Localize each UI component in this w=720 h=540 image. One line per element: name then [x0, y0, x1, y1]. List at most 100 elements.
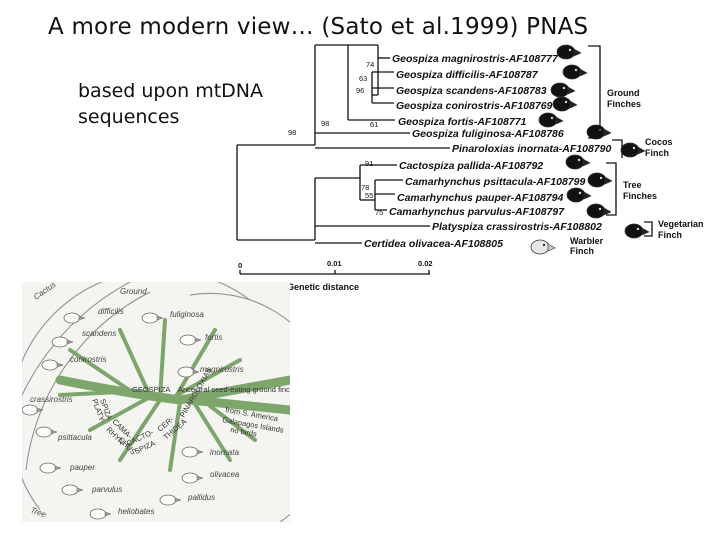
finch-beak-shape: [637, 146, 646, 155]
finch-head-icon: [552, 96, 578, 112]
group-label-cocos-1: Cocos: [645, 137, 673, 147]
finch-head-icon: [565, 154, 591, 170]
species-label: heliobates: [118, 507, 154, 516]
finch-body-shape: [22, 404, 39, 416]
bracket-ground-finches: [588, 45, 601, 139]
finch-eye-shape: [550, 116, 554, 120]
taxon-label: Geospiza fuliginosa-AF108786: [412, 128, 564, 140]
finch-beak-shape: [194, 337, 202, 343]
ring-divider: [189, 292, 290, 522]
species-label: inornata: [210, 448, 239, 457]
bootstrap-value: 63: [359, 74, 367, 83]
species-label: crassirostris: [30, 395, 73, 404]
group-label-tree-1: Tree: [623, 180, 642, 190]
outer-ring: [25, 291, 151, 471]
distance-scale: 0 0.01 0.02 Genetic distance: [238, 259, 433, 292]
finch-body-shape: [35, 426, 53, 438]
finch-beak-shape: [78, 315, 86, 321]
finch-beak-shape: [76, 487, 84, 493]
tree-panel-bg: [322, 42, 712, 298]
species-label: psittacula: [57, 433, 92, 442]
finch-beak-shape: [36, 407, 44, 413]
finch-head-icon: [556, 44, 582, 60]
finch-body-shape: [51, 336, 69, 348]
finch-drawing-icon: [35, 426, 58, 438]
finch-drawings: [22, 312, 204, 520]
group-label-warbler-1: Warbler: [570, 236, 604, 246]
finch-body-shape: [179, 334, 197, 346]
finch-body-shape: [89, 508, 107, 520]
finch-head-icon: [620, 142, 646, 158]
bracket-cocos-finch: [612, 139, 623, 158]
taxon-label: Geospiza fortis-AF108771: [398, 116, 527, 128]
species-label: magnirostris: [200, 365, 244, 374]
subtitle-line-2: sequences: [78, 106, 180, 128]
finch-drawing-icon: [51, 336, 74, 348]
bootstrap-value: 91: [365, 159, 373, 168]
species-label: olivacea: [210, 470, 240, 479]
species-label: conirostris: [70, 355, 106, 364]
finch-beak-shape: [192, 369, 200, 375]
finch-beak-shape: [569, 100, 578, 109]
finch-beak-shape: [66, 339, 74, 345]
bootstrap-value: 61: [370, 120, 378, 129]
finch-beak-shape: [104, 511, 112, 517]
finch-body-shape: [39, 462, 57, 474]
finch-beak-shape: [603, 207, 612, 216]
species-label: pauper: [69, 463, 95, 472]
finch-drawing-icon: [61, 484, 84, 496]
finch-drawing-icon: [63, 312, 86, 324]
finch-eye-shape: [577, 158, 581, 162]
subtitle-line-1: based upon mtDNA: [78, 80, 263, 102]
finch-head-icon: [562, 64, 588, 80]
finch-eye-shape: [636, 227, 640, 231]
finch-beak-shape: [604, 176, 613, 185]
group-labels: Ground Finches Cocos Finch Tree Finches …: [570, 88, 704, 256]
finch-head-icon: [566, 187, 592, 203]
finch-drawing-icon: [177, 366, 200, 378]
finch-beak-shape: [196, 449, 204, 455]
outer-ring: [22, 282, 131, 397]
finch-eye-shape: [542, 243, 546, 247]
species-label: parvulus: [91, 485, 122, 494]
species-label: difficilis: [98, 307, 124, 316]
bootstrap-value: 98: [321, 119, 329, 128]
bootstrap-value: 55: [365, 191, 373, 200]
bracket-tree-finches: [606, 162, 617, 216]
tree-branches: [236, 44, 450, 244]
finch-drawing-icon: [181, 446, 204, 458]
finch-beak-shape: [582, 158, 591, 167]
finch-beak-shape: [603, 128, 612, 137]
taxon-label: Geospiza magnirostris-AF108777: [392, 53, 559, 65]
finch-body-shape: [181, 472, 199, 484]
bootstrap-value: 96: [356, 86, 364, 95]
bracket-vegetarian-finch: [644, 221, 653, 237]
finch-head-icon: [587, 172, 613, 188]
finch-drawing-icon: [179, 334, 202, 346]
finch-beak-shape: [56, 362, 64, 368]
finch-beak-shape: [174, 497, 182, 503]
taxon-label: Pinaroloxias inornata-AF108790: [452, 143, 611, 155]
group-brackets: [588, 45, 653, 237]
finch-body-shape: [141, 312, 159, 324]
finch-body-shape: [61, 484, 79, 496]
taxon-label: Platyspiza crassirostris-AF108802: [432, 221, 602, 233]
finch-head-icon: [538, 112, 564, 128]
taxon-label: Camarhynchus parvulus-AF108797: [389, 206, 565, 218]
finch-beak-shape: [50, 429, 58, 435]
finch-eye-shape: [568, 48, 572, 52]
finch-beak-shape: [54, 465, 62, 471]
finch-drawing-icon: [22, 404, 44, 416]
taxon-label: Geospiza difficilis-AF108787: [396, 69, 539, 81]
bootstrap-value: 74: [366, 60, 374, 69]
taxon-labels: Geospiza magnirostris-AF108777 Geospiza …: [364, 53, 611, 250]
finch-head-icon: [530, 239, 556, 255]
taxon-label: Cactospiza pallida-AF108792: [399, 160, 543, 172]
bootstrap-values: 74 63 96 61 98 91 78 55 75 98: [288, 60, 383, 217]
finch-beak-shape: [573, 48, 582, 57]
finch-beak-shape: [579, 68, 588, 77]
group-label-tree-2: Finches: [623, 191, 657, 201]
bootstrap-value: 75: [375, 208, 383, 217]
finch-body-shape: [177, 366, 195, 378]
